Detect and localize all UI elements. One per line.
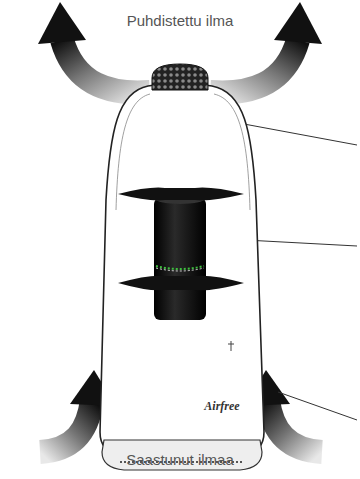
inflow-label: Saastunut ilmaa [126, 451, 234, 468]
purifier-body [100, 64, 264, 470]
outflow-label: Puhdistettu ilma [127, 12, 234, 29]
brand-logo: Airfree [204, 399, 239, 414]
